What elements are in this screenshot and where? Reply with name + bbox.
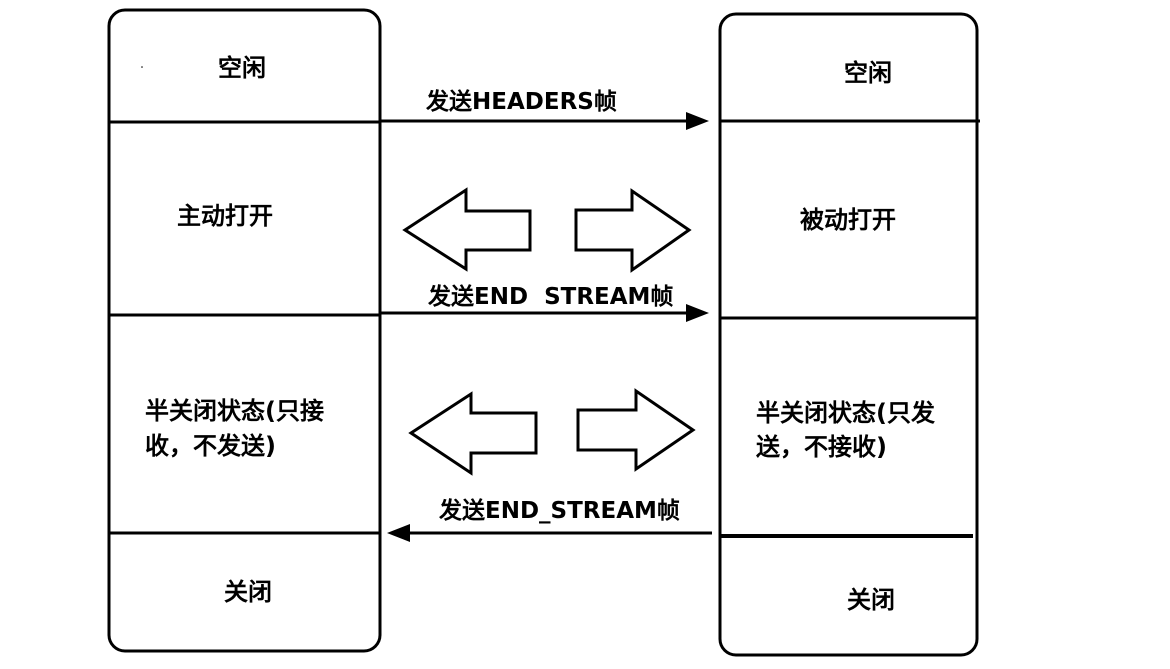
- right-state-half-closed-line1: 半关闭状态(只发: [756, 399, 935, 427]
- hollow-right-arrow-icon: [576, 388, 696, 472]
- end-stream-arrow-1: [380, 304, 709, 322]
- message-end-stream-1: 发送END STREAM帧: [428, 284, 674, 310]
- end-stream-arrow-2: [387, 524, 712, 542]
- left-state-closed: 关闭: [224, 578, 272, 606]
- hollow-left-arrow-icon: [408, 391, 538, 476]
- left-state-active-open: 主动打开: [177, 202, 273, 230]
- hollow-left-arrow-icon: [402, 187, 532, 272]
- message-end-stream-2: 发送END_STREAM帧: [439, 498, 680, 524]
- double-hollow-arrow-icon: [402, 187, 692, 273]
- left-state-half-closed-line1: 半关闭状态(只接: [145, 397, 324, 425]
- right-state-passive-open: 被动打开: [800, 206, 896, 234]
- right-state-closed: 关闭: [847, 586, 895, 614]
- hollow-right-arrow-icon: [574, 188, 692, 273]
- left-lane-box: [107, 8, 382, 653]
- left-state-idle: 空闲: [218, 54, 266, 82]
- right-state-half-closed-line2: 送，不接收): [756, 433, 887, 461]
- headers-arrow: [380, 112, 709, 130]
- left-state-half-closed-line2: 收，不发送): [145, 432, 276, 460]
- message-headers: 发送HEADERS帧: [426, 89, 617, 115]
- double-hollow-arrow-icon: [408, 388, 696, 476]
- stray-dot: [141, 66, 143, 68]
- right-state-idle: 空闲: [844, 59, 892, 87]
- right-lane-box: [718, 12, 979, 657]
